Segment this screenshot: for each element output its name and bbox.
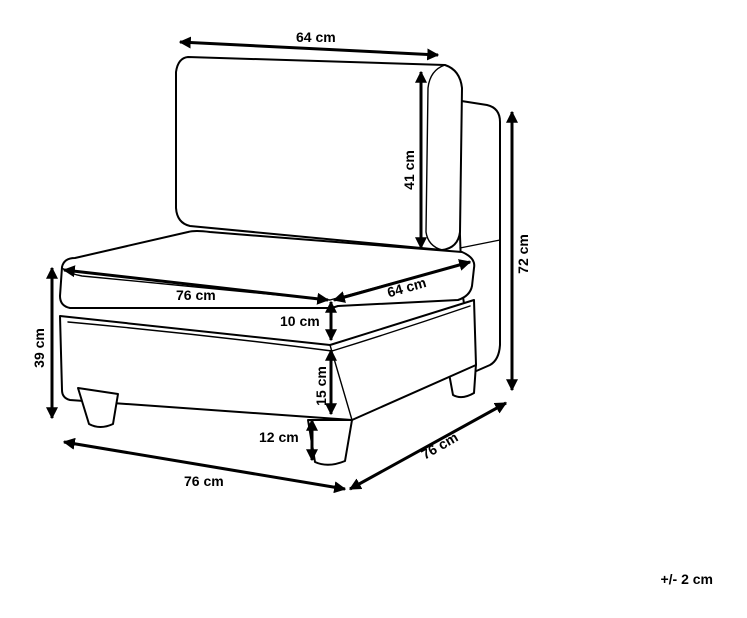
seat-cushion-height-label: 10 cm — [280, 313, 320, 329]
leg-height-label: 12 cm — [259, 429, 299, 445]
dimension-lines — [46, 36, 518, 494]
overall-depth-arrow — [348, 401, 508, 491]
base-height-label: 15 cm — [313, 366, 329, 406]
overall-width-arrow — [62, 437, 347, 494]
overall-depth-label: 76 cm — [418, 429, 460, 463]
seat-width-label: 76 cm — [176, 287, 216, 303]
front-left-leg — [77, 387, 119, 428]
front-right-leg — [307, 419, 353, 466]
overall-width-label: 76 cm — [184, 473, 224, 489]
seat-height-label: 39 cm — [31, 328, 47, 368]
seat-depth-arrow — [332, 259, 472, 303]
back-width-label: 64 cm — [296, 29, 336, 45]
back-cushion — [175, 56, 463, 251]
chair-illustration — [59, 56, 501, 466]
total-height-label: 72 cm — [515, 234, 531, 274]
tolerance-note: +/- 2 cm — [660, 571, 713, 587]
back-width-arrow — [178, 36, 440, 61]
seat-width-arrow — [62, 265, 330, 305]
back-height-label: 41 cm — [401, 150, 417, 190]
base-body — [59, 299, 477, 421]
